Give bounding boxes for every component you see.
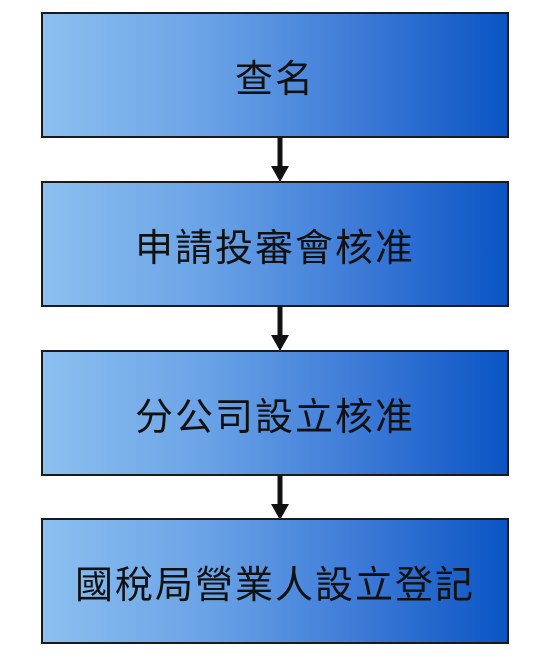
step-1-box: 查名 — [41, 12, 509, 138]
step-1-label: 查名 — [234, 56, 315, 101]
step-2-box: 申請投審會核准 — [41, 181, 509, 307]
step-3-box: 分公司設立核准 — [41, 350, 509, 476]
arrow-down-icon — [271, 307, 289, 351]
step-2-label: 申請投審會核准 — [134, 225, 415, 270]
step-4-box: 國稅局營業人設立登記 — [41, 518, 509, 644]
arrow-down-icon — [271, 138, 289, 182]
arrow-down-icon — [271, 476, 289, 520]
step-3-label: 分公司設立核准 — [134, 394, 415, 439]
step-4-label: 國稅局營業人設立登記 — [74, 562, 475, 607]
